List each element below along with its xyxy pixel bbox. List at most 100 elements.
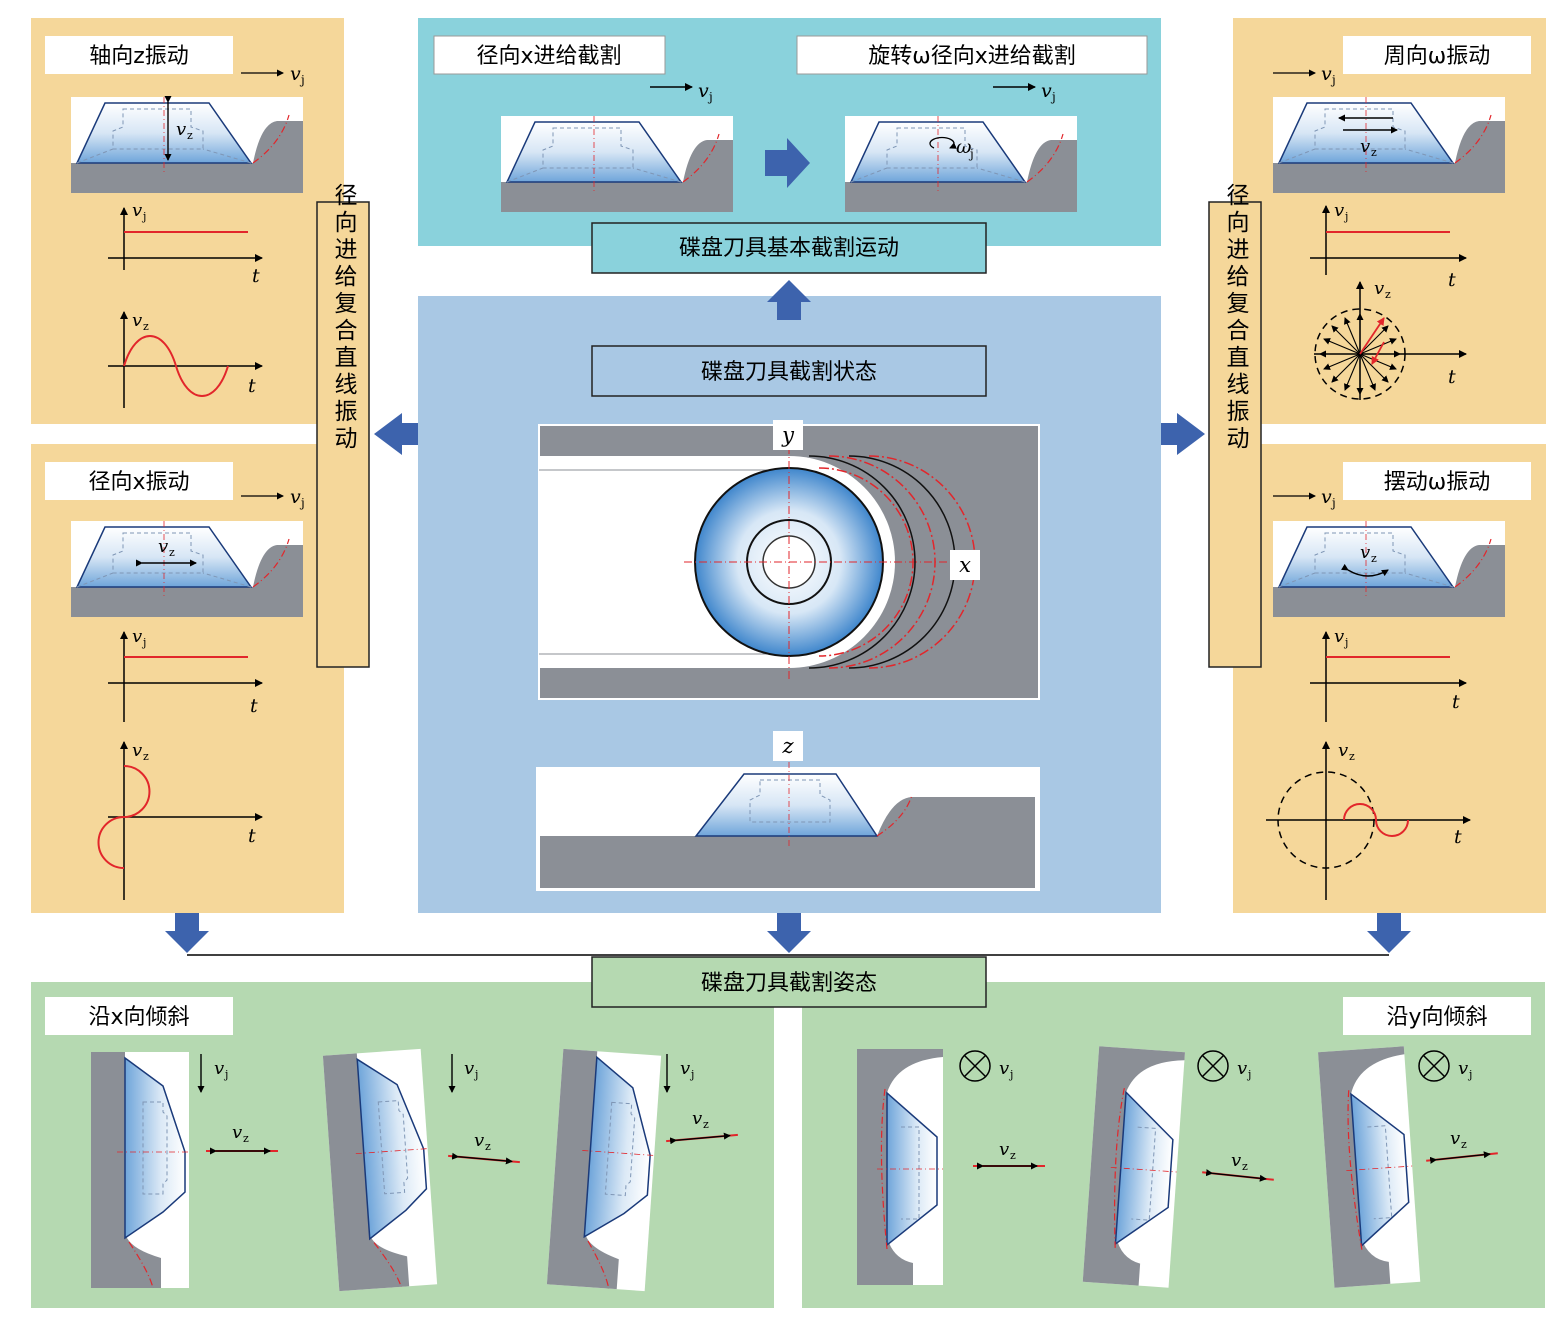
- vj-label: v: [680, 1058, 690, 1079]
- cutting-scene: [70, 96, 304, 194]
- into-page-icon: [959, 1050, 991, 1082]
- tilt-scene-6: [1317, 1045, 1422, 1289]
- axis-z-box: [773, 731, 803, 761]
- svg-text:j: j: [1008, 1068, 1013, 1081]
- svg-text:j: j: [299, 496, 305, 510]
- svg-text:j: j: [707, 90, 713, 104]
- svg-text:j: j: [968, 147, 974, 161]
- bottom-title-box: [591, 956, 987, 1008]
- right-top-title-box: [1343, 36, 1531, 74]
- svg-text:z: z: [243, 1132, 249, 1145]
- vj-label: v: [464, 1058, 474, 1079]
- vj-label: v: [698, 80, 709, 102]
- svg-text:z: z: [1242, 1160, 1248, 1173]
- vz-label: v: [692, 1108, 702, 1129]
- axis-x-label: x: [959, 553, 971, 577]
- t-label: t: [252, 265, 260, 287]
- svg-text:j: j: [1343, 210, 1348, 223]
- top-title-box: [591, 222, 987, 274]
- vz-tilt-arrow: [1202, 1169, 1274, 1182]
- vj-label: v: [1041, 80, 1052, 102]
- bottom-left-label-box: [45, 997, 233, 1035]
- svg-text:z: z: [1461, 1138, 1467, 1151]
- svg-text:z: z: [169, 546, 175, 559]
- left-arrow-icon: [374, 413, 418, 455]
- t-label: t: [1448, 269, 1456, 291]
- tilt-scene-3: [546, 1048, 662, 1292]
- svg-text:j: j: [1330, 73, 1336, 87]
- phase-circle: [1277, 771, 1375, 869]
- top-right-label-box: [796, 35, 1148, 75]
- vz-tilt-arrow: [1426, 1151, 1498, 1164]
- vj-label: v: [1458, 1058, 1468, 1079]
- svg-text:z: z: [143, 320, 149, 333]
- vj-graph-label: v: [1334, 626, 1344, 647]
- svg-text:j: j: [1050, 90, 1056, 104]
- tilt-scene-4: [856, 1048, 944, 1286]
- center-title: 碟盘刀具截割状态: [701, 360, 877, 385]
- axis-z-label: z: [781, 734, 794, 758]
- tilt-scene-2: [322, 1048, 438, 1292]
- right-arrow-icon: [1161, 413, 1205, 455]
- bottom-left-label: 沿x向倾斜: [88, 1005, 189, 1030]
- vz-label: v: [176, 119, 186, 140]
- svg-text:j: j: [473, 1068, 478, 1081]
- svg-text:z: z: [1349, 750, 1355, 763]
- svg-text:z: z: [143, 750, 149, 763]
- vj-graph-label: v: [132, 626, 142, 647]
- svg-text:j: j: [141, 210, 146, 223]
- left-side-label: 径向进给复合直线振动: [330, 183, 358, 453]
- down-arrow-icon: [767, 913, 811, 953]
- left-top-title: 轴向z振动: [89, 44, 189, 69]
- vj-label: v: [214, 1058, 224, 1079]
- vz-label: v: [474, 1130, 484, 1151]
- bottom-right-label: 沿y向倾斜: [1386, 1005, 1487, 1030]
- svg-text:j: j: [1330, 496, 1336, 510]
- svg-text:j: j: [1343, 636, 1348, 649]
- left-top-title-box: [45, 36, 233, 74]
- t-label: t: [248, 825, 256, 847]
- cutting-scene: [70, 520, 304, 618]
- svg-text:j: j: [1246, 1068, 1251, 1081]
- vz-label: v: [999, 1139, 1009, 1160]
- t-label: t: [1452, 691, 1460, 713]
- right-top-title: 周向ω振动: [1384, 44, 1490, 69]
- vz-tilt-arrow: [448, 1152, 520, 1165]
- svg-text:j: j: [299, 73, 305, 87]
- radial-vibration-graph: [1314, 281, 1467, 400]
- vz-graph-label: v: [1374, 278, 1384, 299]
- right-bottom-title-box: [1343, 462, 1531, 500]
- vz-label: v: [1360, 136, 1370, 157]
- right-bottom-panel: [1233, 444, 1546, 913]
- vj-label: v: [999, 1058, 1009, 1079]
- axis-y-label: y: [781, 423, 795, 447]
- t-label: t: [250, 695, 258, 717]
- svg-text:z: z: [1371, 552, 1377, 565]
- top-right-label: 旋转ω径向x进给截割: [868, 44, 1075, 69]
- svg-text:j: j: [223, 1068, 228, 1081]
- bottom-right-label-box: [1343, 997, 1531, 1035]
- svg-text:j: j: [689, 1068, 694, 1081]
- svg-text:j: j: [1467, 1068, 1472, 1081]
- vz-tilt-arrow: [666, 1132, 738, 1145]
- left-side-label-box: [316, 201, 370, 668]
- cutting-scene-rotating: [844, 115, 1078, 213]
- down-arrow-icon: [1367, 913, 1411, 953]
- left-bottom-title: 径向x振动: [88, 470, 189, 495]
- right-side-label-box: [1208, 201, 1262, 668]
- vz-label: v: [1231, 1150, 1241, 1171]
- top-left-label-box: [433, 35, 666, 75]
- center-title-box: [591, 345, 987, 397]
- vz-curve: [97, 765, 151, 869]
- cutting-scene: [500, 115, 734, 213]
- side-view-figure: [536, 762, 1040, 891]
- cutting-scene: [1272, 520, 1506, 618]
- right-side-label: 径向进给复合直线振动: [1222, 183, 1250, 453]
- t-label: t: [1454, 826, 1462, 848]
- omega-label: ω: [956, 136, 972, 158]
- t-label: t: [248, 375, 256, 397]
- vj-label: v: [1321, 63, 1332, 85]
- vz-label: v: [232, 1122, 242, 1143]
- top-title: 碟盘刀具基本截割运动: [679, 236, 899, 261]
- into-page-icon: [1418, 1050, 1450, 1082]
